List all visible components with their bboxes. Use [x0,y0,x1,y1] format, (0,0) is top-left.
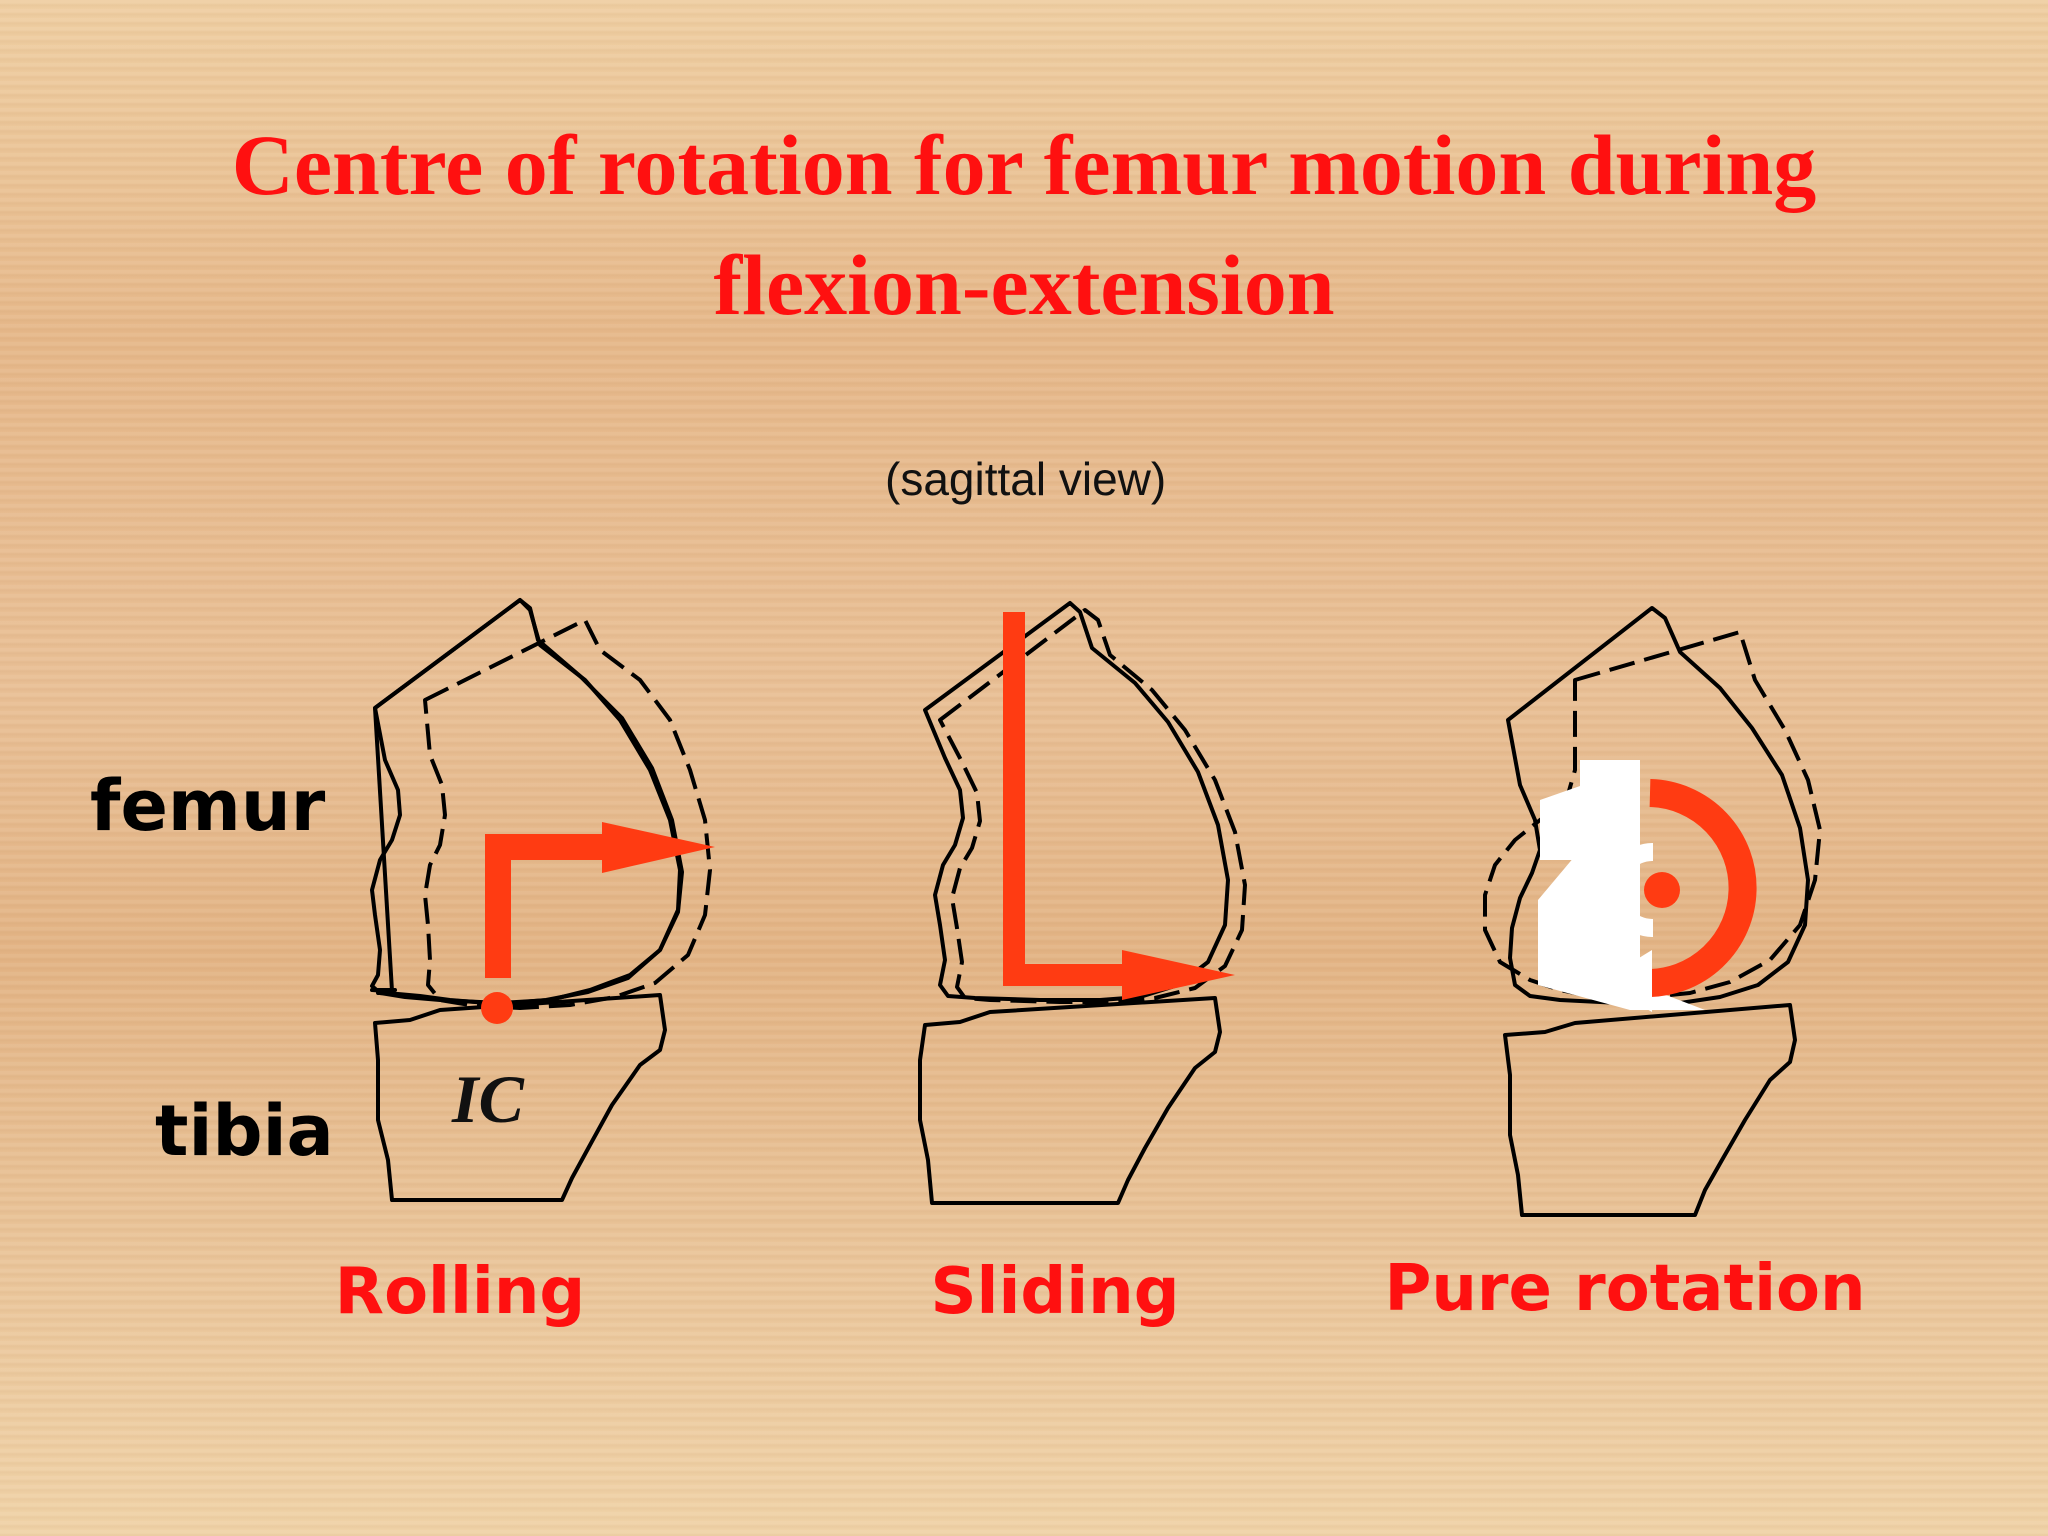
rotation-centre-dot [1644,872,1680,908]
view-caption: (sagittal view) [885,453,1167,505]
rotation-arc-arrow [1644,779,1757,998]
rotation-arc-inner [1606,843,1654,937]
rotation-motion [1538,760,1757,1012]
slide-title-line2: flexion-extension [713,237,1335,333]
slide-title-line1: Centre of rotation for femur motion duri… [231,117,1817,213]
rolling-femur-outline [370,598,682,1005]
slide-title: Centre of rotation for femur motion duri… [0,105,2048,345]
rolling-femur-shifted [423,618,712,1010]
sliding-label: Sliding [930,1255,1180,1329]
sliding-tibia-outline [918,996,1222,1205]
sliding-motion [1003,612,1235,1000]
tibia-label: tibia [155,1090,334,1172]
rotation-femur-outline [1506,606,1810,1005]
rotation-femur-shifted [1483,630,1822,1000]
rolling-femur-outline-main [370,598,684,1006]
rotation-arc-arrowhead [1600,950,1652,1012]
rolling-label: Rolling [334,1255,586,1329]
rolling-motion [481,822,715,1024]
sliding-femur-shifted [938,608,1247,1004]
pure-rotation-label: Pure rotation [1384,1252,1866,1326]
sliding-arrowhead [1122,950,1235,1000]
rolling-tibia-outline [373,993,667,1202]
sliding-diagram [918,601,1247,1205]
sliding-femur-outline [923,601,1230,1002]
instant-centre-label: IC [452,1061,524,1137]
femur-label: femur [90,765,326,847]
rolling-diagram [370,598,712,1202]
rotation-tibia-outline [1503,1003,1797,1217]
sliding-path-arrow-line [1003,612,1135,986]
rotation-white-arrowhead [1540,765,1640,860]
instant-centre-dot [481,992,513,1024]
rotation-diagram [1483,606,1822,1217]
rolling-path-arrow-line [485,834,610,978]
rolling-arrowhead [602,822,715,873]
